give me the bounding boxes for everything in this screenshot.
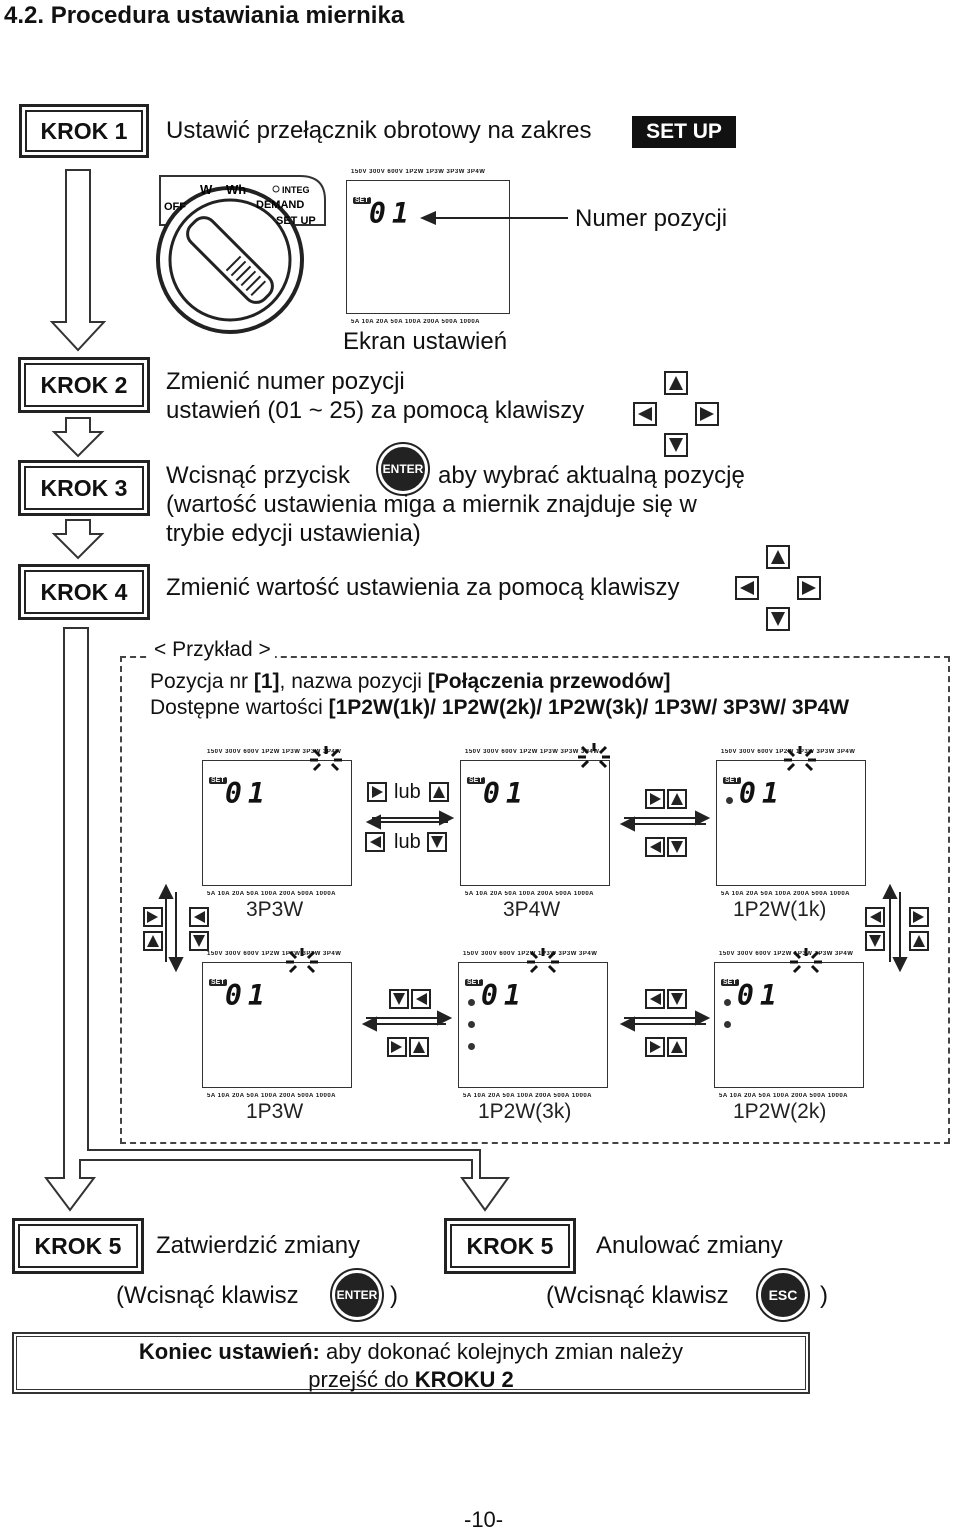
step-2-text-line1: Zmienić numer pozycji (166, 368, 405, 395)
step-2-label: KROK 2 (18, 357, 150, 413)
end-note-line1: Koniec ustawień: aby dokonać kolejnych z… (138, 1339, 684, 1364)
dial-label-setup: SET UP (276, 215, 316, 227)
section-title: 4.2. Procedura ustawiania miernika (4, 2, 405, 29)
step-1-text: Ustawić przełącznik obrotowy na zakres (166, 117, 592, 144)
step-5-cancel-close: ) (820, 1282, 828, 1309)
lcd-label-1p3w: 1P3W (246, 1100, 304, 1123)
step-5-cancel-label: KROK 5 (444, 1218, 576, 1274)
lcd-example-3p4w: 150V 300V 600V 1P2W 1P3W 3P3W 3P4W SET 0… (460, 749, 610, 897)
step-2-text-line2: ustawień (01 ~ 25) za pomocą klawiszy (166, 397, 585, 424)
dial-label-integ: INTEG (282, 185, 310, 195)
enter-key-icon-confirm: ENTER (332, 1270, 382, 1320)
dial-label-off: OFF (164, 201, 186, 213)
esc-key-icon: ESC (758, 1270, 808, 1320)
lcd-label-1p2w-2k: 1P2W(2k) (733, 1100, 827, 1123)
dial-label-wh: Wh (226, 182, 246, 197)
step-4-text: Zmienić wartość ustawienia za pomocą kla… (166, 574, 680, 601)
step-4-label: KROK 4 (18, 564, 150, 620)
end-note-box: Koniec ustawień: aby dokonać kolejnych z… (12, 1332, 810, 1394)
lcd-label-1p2w-3k: 1P2W(3k) (478, 1100, 572, 1123)
lcd-main: 150V 300V 600V 1P2W 1P3W 3P3W 3P4W SET 0… (346, 169, 510, 325)
lcd-example-3p3w: 150V 300V 600V 1P2W 1P3W 3P3W 3P4W SET 0… (202, 749, 352, 897)
setup-badge: SET UP (632, 116, 736, 148)
lcd-bottom-scale: 5A 10A 20A 50A 100A 200A 500A 1000A (351, 319, 481, 325)
rotary-dial-icon: OFF W Wh INTEG DEMAND SET UP (156, 175, 326, 334)
step-3-text-line3: trybie edycji ustawienia) (166, 520, 421, 547)
lcd-position-number: 01 (369, 197, 415, 230)
example-line2: Dostępne wartości [1P2W(1k)/ 1P2W(2k)/ 1… (150, 696, 850, 719)
end-note-line2: przejść do KROKU 2 (308, 1367, 514, 1392)
lcd-example-1p2w-2k: 150V 300V 600V 1P2W 1P3W 3P3W 3P4W SET 0… (714, 951, 864, 1099)
example-box (120, 656, 950, 1144)
lub-label-1: lub (394, 781, 421, 803)
dial-label-demand: DEMAND (256, 199, 304, 211)
step-5-cancel-text: Anulować zmiany (596, 1232, 783, 1259)
arrow-keys-icon-step4 (735, 545, 821, 631)
step-3-text-line2: (wartość ustawienia miga a miernik znajd… (166, 491, 697, 518)
step-3-label: KROK 3 (18, 460, 150, 516)
lcd-label-1p2w-1k: 1P2W(1k) (733, 898, 827, 921)
example-header: < Przykład > (150, 636, 275, 664)
pointer-arrow-icon (420, 211, 568, 225)
arrow-keys-icon (633, 371, 719, 457)
lcd-example-1p2w-3k: 150V 300V 600V 1P2W 1P3W 3P3W 3P4W SET 0… (458, 951, 608, 1099)
example-line1: Pozycja nr [1], nazwa pozycji [Połączeni… (150, 670, 671, 693)
settings-screen-annotation: Ekran ustawień (343, 328, 508, 355)
step-3-text-line1b: aby wybrać aktualną pozycję (438, 462, 745, 489)
step-1-label: KROK 1 (19, 104, 149, 158)
lcd-label-3p4w: 3P4W (503, 898, 561, 921)
lcd-example-1p3w: 150V 300V 600V 1P2W 1P3W 3P3W 3P4W SET 0… (202, 951, 352, 1099)
lcd-label-3p3w: 3P3W (246, 898, 304, 921)
page-number: -10- (464, 1507, 504, 1532)
position-number-annotation: Numer pozycji (575, 205, 728, 232)
step-5-cancel-press: (Wcisnąć klawisz (546, 1282, 729, 1309)
lcd-top-scale: 150V 300V 600V 1P2W 1P3W 3P3W 3P4W (351, 169, 486, 175)
step-5-confirm-close: ) (390, 1282, 398, 1309)
dial-label-w: W (200, 182, 213, 197)
step-5-confirm-label: KROK 5 (12, 1218, 144, 1274)
step-5-confirm-text: Zatwierdzić zmiany (156, 1232, 361, 1259)
lub-label-2: lub (394, 831, 421, 853)
step-5-confirm-press: (Wcisnąć klawisz (116, 1282, 299, 1309)
lcd-set-indicator: SET (353, 197, 371, 204)
enter-key-icon: ENTER (378, 444, 428, 494)
step-3-text-line1a: Wcisnąć przycisk (166, 462, 351, 489)
